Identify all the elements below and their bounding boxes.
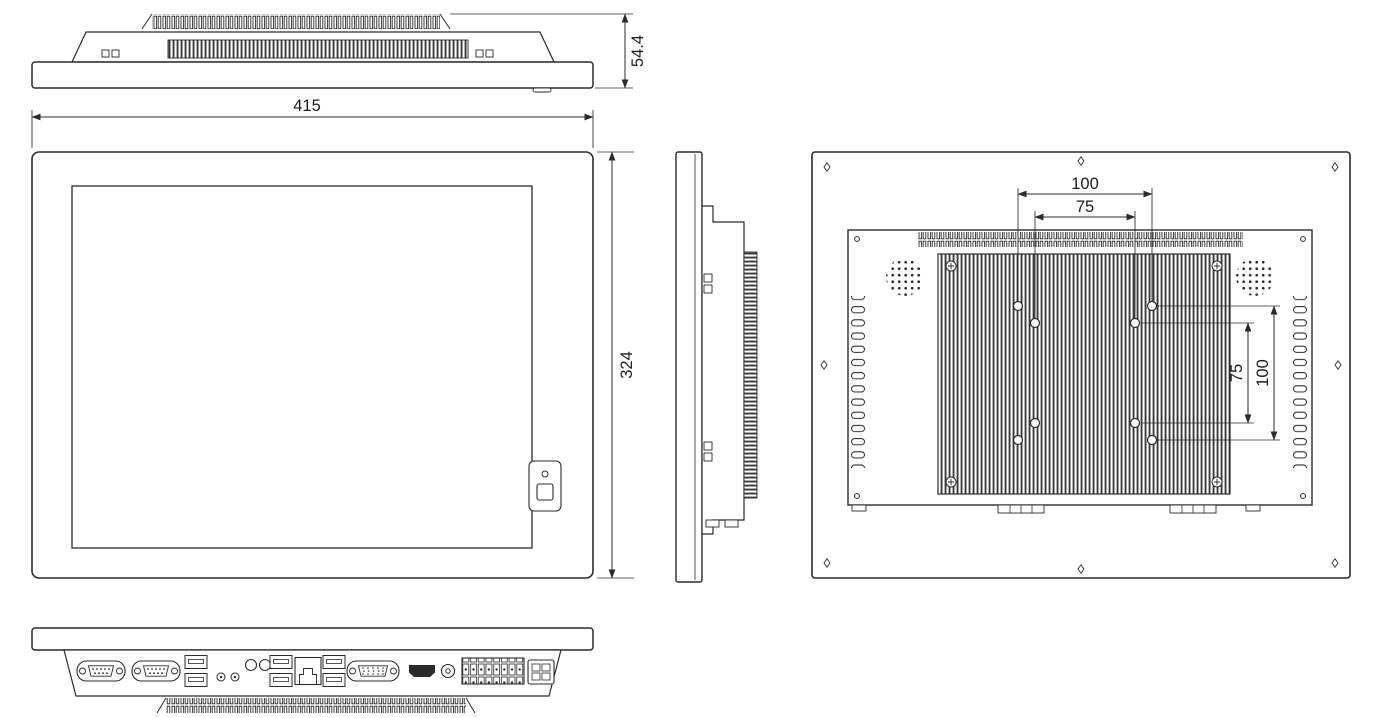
dim-vesa-width-100: 100 xyxy=(1017,175,1153,301)
power-button xyxy=(536,483,554,501)
dim-width: 415 xyxy=(31,97,594,148)
rear-vent-comb xyxy=(918,232,1243,247)
dim-depth-label: 54.4 xyxy=(629,35,647,67)
comb-end-cap-left xyxy=(156,697,167,714)
side-detail-lower xyxy=(703,441,713,462)
dim-vesa-height-75: 75 xyxy=(1141,322,1254,424)
speaker-grille-left xyxy=(886,258,924,296)
dim-vesa-width-75: 75 xyxy=(1034,198,1136,318)
button-panel-outline xyxy=(528,460,562,512)
vesa-width-100-label: 100 xyxy=(1071,175,1099,193)
heatsink-fins-side xyxy=(743,251,758,499)
heatsink-rear xyxy=(937,253,1231,495)
front-bezel-top-profile xyxy=(31,61,594,89)
top-vent-comb xyxy=(152,14,440,29)
dim-width-label: 415 xyxy=(293,97,321,115)
dim-depth: 54.4 xyxy=(450,13,647,89)
button-housing-tab xyxy=(532,87,552,93)
side-view xyxy=(675,151,758,583)
dim-height: 324 xyxy=(597,151,636,579)
display-screen xyxy=(71,185,533,549)
bottom-vent-comb xyxy=(166,698,466,713)
speaker-grille-right xyxy=(1236,258,1274,296)
power-button-panel xyxy=(528,460,562,512)
ethernet-port xyxy=(294,656,322,686)
side-detail-upper xyxy=(703,273,713,294)
rear-bottom-connectors xyxy=(851,504,1261,514)
audio-jacks xyxy=(216,672,240,682)
comb-end-cap-right xyxy=(465,697,476,714)
terminal-block xyxy=(461,657,525,685)
power-jack xyxy=(440,663,456,679)
hdmi-port xyxy=(409,665,435,677)
comb-end-cap-left xyxy=(141,13,153,30)
serial-port-2 xyxy=(131,660,181,682)
top-view xyxy=(31,13,594,93)
vga-port xyxy=(346,660,400,682)
top-screw-pair-left xyxy=(101,49,120,58)
top-screw-pair-right xyxy=(475,49,494,58)
comb-end-cap-right xyxy=(439,13,451,30)
side-feet xyxy=(705,519,739,528)
dim-vesa-height-100: 100 xyxy=(1158,305,1280,441)
front-bezel-bottom-profile xyxy=(31,627,594,651)
side-vents-left xyxy=(851,296,868,468)
vesa-height-75-label: 75 xyxy=(1228,364,1246,382)
side-bezel-profile xyxy=(675,151,703,583)
front-view xyxy=(31,151,594,579)
vesa-height-100-label: 100 xyxy=(1254,359,1272,387)
side-housing-profile xyxy=(701,205,745,535)
rear-body-corner-screws xyxy=(854,236,1306,499)
power-led xyxy=(541,470,549,478)
bottom-view xyxy=(31,627,594,714)
vesa-width-75-label: 75 xyxy=(1076,198,1094,216)
rear-view: 100 75 75 100 xyxy=(811,151,1351,579)
serial-port-1 xyxy=(76,660,126,682)
heatsink-fins-top xyxy=(167,39,469,59)
dio-connector xyxy=(527,659,555,685)
dim-height-label: 324 xyxy=(618,351,636,379)
side-vents-right xyxy=(1292,296,1309,468)
